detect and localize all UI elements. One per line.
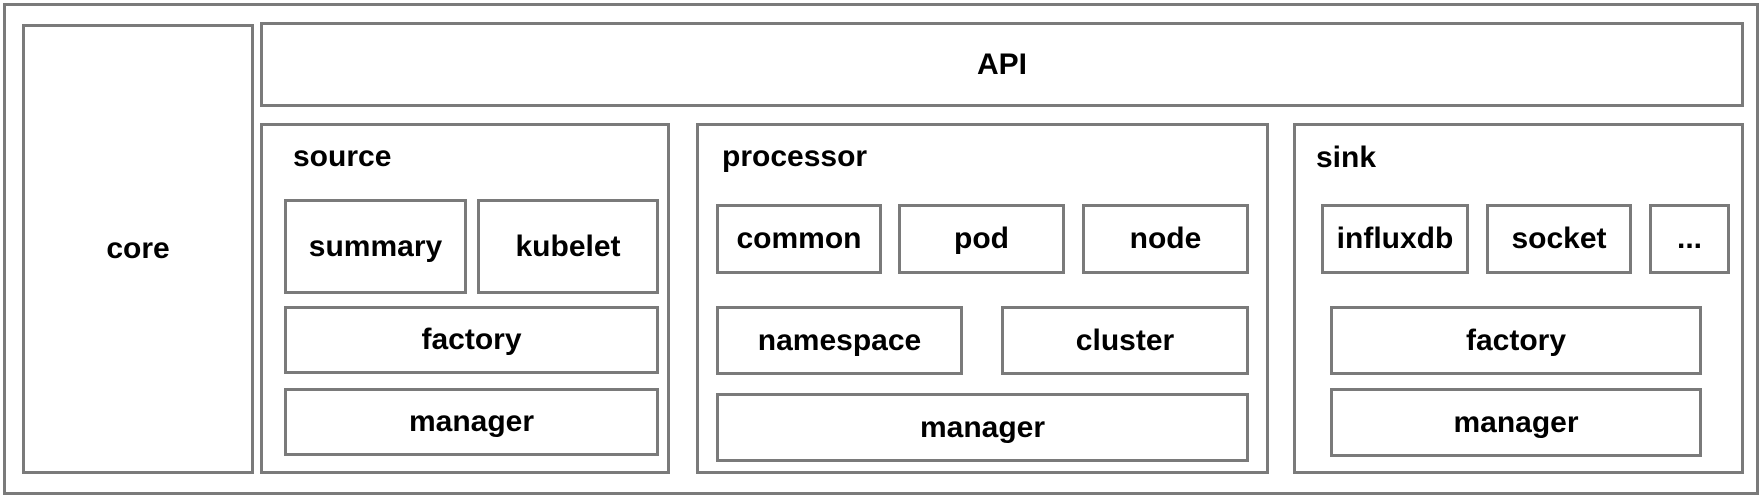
processor-node-label: node bbox=[1129, 222, 1202, 255]
source-summary-label: summary bbox=[308, 229, 443, 263]
source-factory-label: factory bbox=[421, 323, 522, 356]
sink-factory-box: factory bbox=[1330, 306, 1702, 375]
processor-pod-box: pod bbox=[898, 204, 1065, 274]
core-box: core bbox=[22, 24, 254, 474]
source-title: source bbox=[293, 140, 392, 173]
sink-socket-box: socket bbox=[1486, 204, 1632, 274]
sink-title: sink bbox=[1316, 141, 1377, 174]
sink-manager-label: manager bbox=[1453, 405, 1579, 439]
processor-namespace-label: namespace bbox=[757, 323, 922, 357]
processor-pod-label: pod bbox=[954, 222, 1009, 255]
processor-common-box: common bbox=[716, 204, 882, 274]
source-kubelet-box: kubelet bbox=[477, 199, 659, 294]
sink-influxdb-box: influxdb bbox=[1321, 204, 1469, 274]
core-label: core bbox=[106, 232, 170, 265]
sink-manager-box: manager bbox=[1330, 388, 1702, 457]
processor-cluster-box: cluster bbox=[1001, 306, 1249, 375]
api-label: API bbox=[976, 47, 1027, 81]
processor-manager-box: manager bbox=[716, 393, 1249, 462]
processor-node-box: node bbox=[1082, 204, 1249, 274]
sink-socket-label: socket bbox=[1511, 222, 1607, 255]
source-summary-box: summary bbox=[284, 199, 467, 294]
sink-more-box: ... bbox=[1649, 204, 1730, 274]
source-manager-box: manager bbox=[284, 388, 659, 456]
source-manager-label: manager bbox=[408, 405, 535, 438]
sink-influxdb-label: influxdb bbox=[1336, 222, 1454, 255]
sink-factory-label: factory bbox=[1465, 323, 1567, 357]
source-factory-box: factory bbox=[284, 306, 659, 374]
processor-common-label: common bbox=[736, 222, 862, 255]
processor-cluster-label: cluster bbox=[1075, 323, 1175, 357]
processor-manager-label: manager bbox=[919, 410, 1046, 444]
processor-namespace-box: namespace bbox=[716, 306, 963, 375]
api-box: API bbox=[260, 22, 1744, 107]
source-kubelet-label: kubelet bbox=[515, 229, 621, 263]
processor-title: processor bbox=[722, 140, 868, 173]
sink-more-label: ... bbox=[1676, 222, 1702, 255]
